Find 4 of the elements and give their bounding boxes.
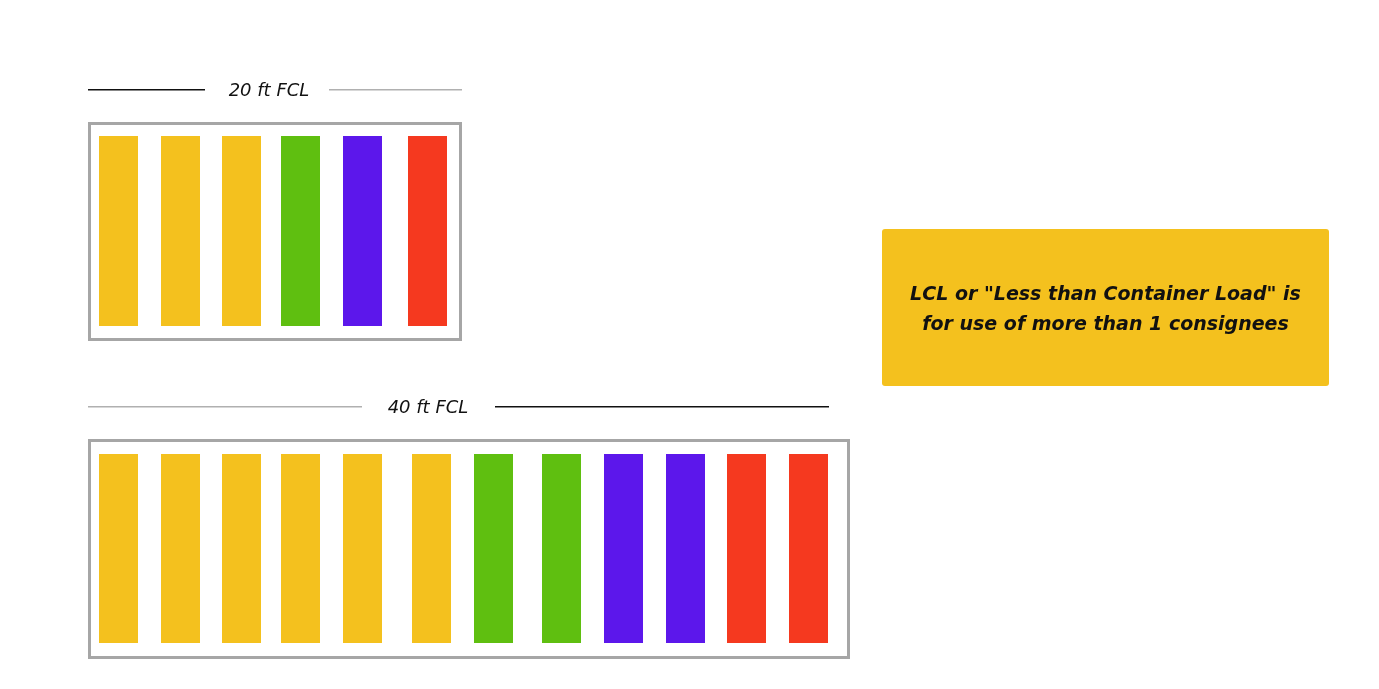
note-text: LCL or "Less than Container Load" is for use of more than 1 consignees — [909, 280, 1302, 336]
container-title: 40 ft FCL — [387, 395, 469, 419]
container-title: 20 ft FCL — [228, 78, 310, 102]
note-box — [882, 229, 1329, 386]
